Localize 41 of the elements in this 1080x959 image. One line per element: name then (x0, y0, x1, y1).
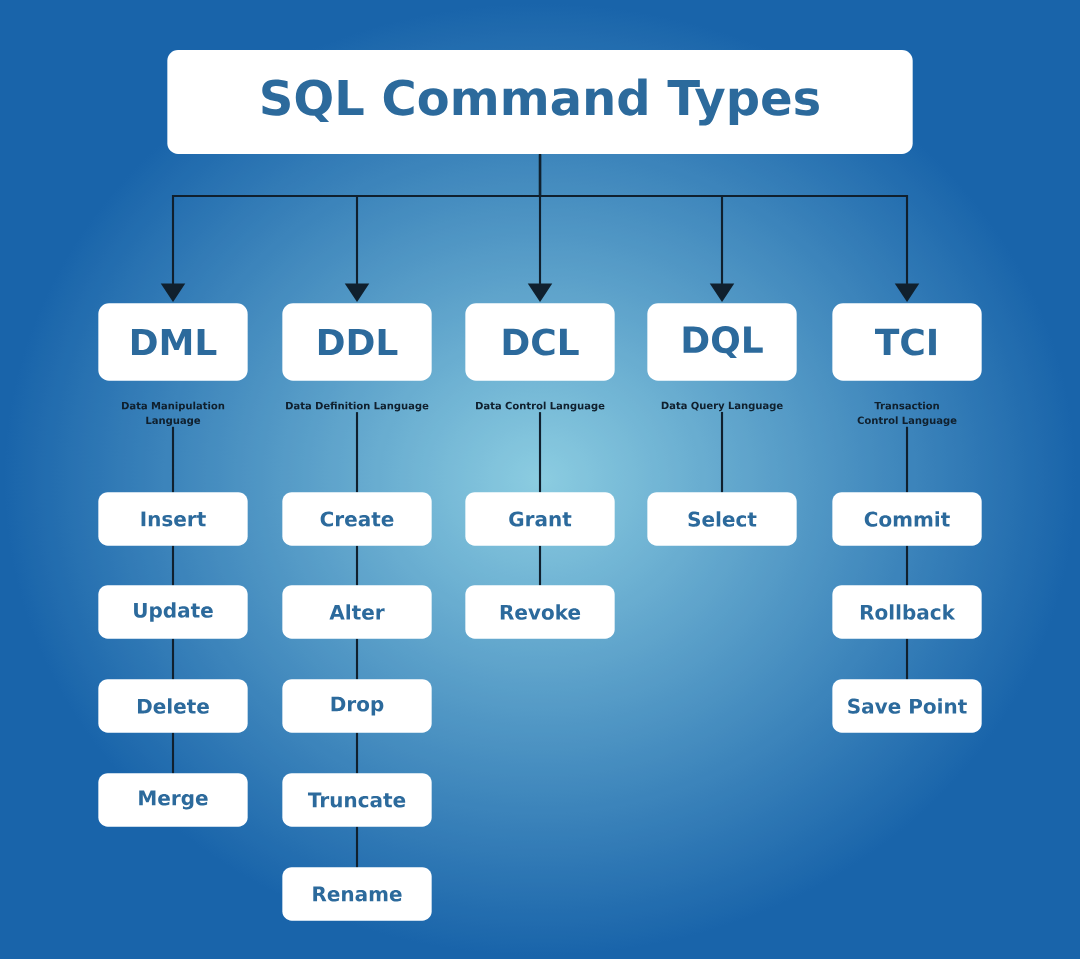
command-box: Delete (98, 679, 248, 733)
command-box: Insert (98, 492, 248, 546)
connector (171, 426, 175, 493)
connector (720, 411, 724, 493)
subtitle: Data Query Language (661, 401, 783, 412)
subtitle: Transaction Control Language (857, 401, 957, 427)
subtitle: Data Manipulation Language (122, 401, 225, 427)
command-box: Merge (98, 773, 248, 827)
connector (538, 412, 542, 493)
subtitle: Data Definition Language (286, 401, 429, 412)
connector (905, 545, 909, 586)
connector (171, 638, 175, 680)
category-box: DDL (282, 303, 432, 381)
command-box: Update (98, 585, 248, 639)
command-box: Save Point (832, 679, 982, 733)
command-box: Alter (282, 585, 432, 639)
connector (355, 545, 359, 586)
command-box: Truncate (282, 773, 432, 827)
connector (355, 732, 359, 774)
title-box: SQL Command Types (167, 50, 913, 154)
category-box: DCL (465, 303, 615, 381)
command-box: Create (282, 492, 432, 546)
command-box: Rename (282, 867, 432, 921)
category-box: DML (98, 303, 248, 381)
connector (355, 638, 359, 680)
command-box: Grant (465, 492, 615, 546)
command-box: Select (647, 492, 797, 546)
connector (171, 732, 175, 774)
command-box: Revoke (465, 585, 615, 639)
command-box: Drop (282, 679, 432, 733)
connector (905, 426, 909, 493)
subtitle: Data Control Language (476, 401, 605, 412)
connector (355, 826, 359, 868)
category-box: DQL (647, 303, 797, 381)
connector (355, 412, 359, 493)
command-box: Commit (832, 492, 982, 546)
connector (538, 545, 542, 586)
command-box: Rollback (832, 585, 982, 639)
connector (905, 638, 909, 680)
category-box: TCI (832, 303, 982, 381)
connector (171, 545, 175, 586)
